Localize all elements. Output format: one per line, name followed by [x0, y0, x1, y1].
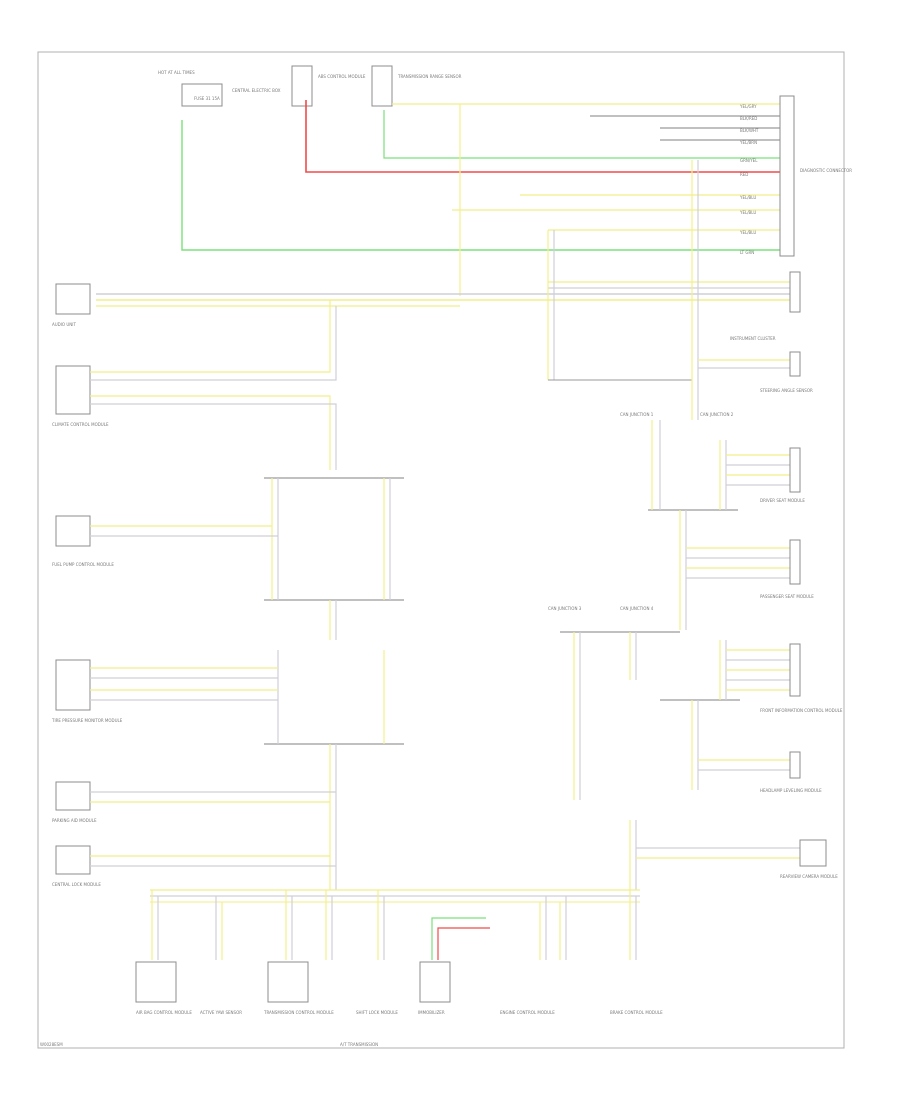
footer-label: A/T TRANSMISSION	[340, 1042, 378, 1047]
tr-label-8: YEL/BLU	[739, 230, 756, 235]
central-lock-box	[55, 845, 91, 875]
bottom-drops	[151, 890, 637, 960]
fuel-pump-box	[55, 515, 91, 547]
bottom-module-label-5: ENGINE CONTROL MODULE	[500, 1010, 555, 1015]
bottom-module-label-1: ACTIVE YAW SENSOR	[200, 1010, 242, 1015]
headlamp-connector	[789, 751, 801, 779]
diagnostic-connector	[779, 95, 795, 257]
tpms-box	[55, 659, 91, 711]
bottom-module-label-3: SHIFT LOCK MODULE	[356, 1010, 398, 1015]
page-code: W0028ESM	[40, 1042, 63, 1047]
left-modules	[55, 283, 91, 875]
top-label-0: HOT AT ALL TIMES	[158, 70, 195, 75]
top-label-1: CENTRAL ELECTRIC BOX	[232, 88, 281, 93]
fuse-box	[181, 83, 223, 107]
junction-block-1	[264, 477, 404, 640]
left-module-label-2: FUEL PUMP CONTROL MODULE	[52, 562, 114, 567]
junction-label-2: CAN JUNCTION 3	[548, 606, 582, 611]
tr-label-7: YEL/BLU	[739, 210, 756, 215]
instrument-cluster-connector	[789, 271, 801, 313]
climate-module-box	[55, 365, 91, 415]
immobilizer-box	[419, 961, 451, 1003]
abs-connector	[291, 65, 313, 107]
bottom-module-label-4: IMMOBILIZER	[418, 1010, 445, 1015]
tr-label-5: RED	[740, 172, 748, 177]
right-module-label-1: STEERING ANGLE SENSOR	[760, 388, 813, 393]
tcm-box	[267, 961, 309, 1003]
junction-label-1: CAN JUNCTION 2	[700, 412, 734, 417]
climate-wires	[90, 300, 337, 470]
tpms-wires	[90, 667, 278, 701]
tr-label-4: GRN/YEL	[740, 158, 758, 163]
trs-connector	[371, 65, 393, 107]
junction-block-2	[264, 650, 404, 890]
bottom-module-label-6: BRAKE CONTROL MODULE	[610, 1010, 663, 1015]
right-module-label-2: DRIVER SEAT MODULE	[760, 498, 805, 503]
tr-label-0: YEL/GRY	[739, 104, 757, 109]
parking-aid-box	[55, 781, 91, 811]
top-components	[181, 65, 393, 107]
passenger-seat-connector	[789, 539, 801, 585]
fic-connector	[789, 643, 801, 697]
tr-label-9: LT GRN	[740, 250, 754, 255]
main-can-bus	[96, 281, 790, 307]
right-junctions	[560, 420, 827, 890]
left-module-label-1: CLIMATE CONTROL MODULE	[52, 422, 109, 427]
audio-unit-box	[55, 283, 91, 315]
left-module-label-3: TIRE PRESSURE MONITOR MODULE	[51, 718, 123, 723]
power-wire	[305, 100, 780, 173]
right-module-label-0: INSTRUMENT CLUSTER	[730, 336, 776, 341]
tr-label-3: YEL/BRN	[739, 140, 757, 145]
airbag-module-box	[135, 961, 177, 1003]
rearview-camera-box	[799, 839, 827, 867]
ground-wire	[181, 120, 780, 251]
bottom-modules	[135, 961, 451, 1003]
diag-connector-label: DIAGNOSTIC CONNECTOR	[800, 168, 852, 173]
diagram-border	[37, 51, 845, 1049]
tr-label-6: YEL/BLU	[739, 195, 756, 200]
labels: HOT AT ALL TIMES CENTRAL ELECTRIC BOX FU…	[40, 70, 852, 1047]
right-module-label-5: HEADLAMP LEVELING MODULE	[760, 788, 822, 793]
right-module-label-6: REARVIEW CAMERA MODULE	[780, 874, 838, 879]
left-module-label-0: AUDIO UNIT	[52, 322, 76, 327]
left-module-label-4: PARKING AID MODULE	[52, 818, 97, 823]
right-module-label-4: FRONT INFORMATION CONTROL MODULE	[760, 708, 843, 713]
right-module-label-3: PASSENGER SEAT MODULE	[760, 594, 814, 599]
bottom-bus	[150, 889, 640, 903]
steering-sensor-connector	[789, 351, 801, 377]
junction-label-3: CAN JUNCTION 4	[620, 606, 654, 611]
bottom-module-label-0: AIR BAG CONTROL MODULE	[136, 1010, 192, 1015]
driver-seat-connector	[789, 447, 801, 493]
left-module-label-5: CENTRAL LOCK MODULE	[52, 882, 101, 887]
signal-wire-green	[383, 110, 780, 159]
tr-label-2: BLK/WHT	[740, 128, 759, 133]
top-label-4: TRANSMISSION RANGE SENSOR	[397, 74, 462, 79]
top-label-2: FUSE 31 15A	[194, 96, 220, 101]
junction-label-0: CAN JUNCTION 1	[620, 412, 654, 417]
bottom-module-label-2: TRANSMISSION CONTROL MODULE	[263, 1010, 334, 1015]
tr-label-1: BLK/RED	[740, 116, 757, 121]
top-label-3: ABS CONTROL MODULE	[318, 74, 366, 79]
